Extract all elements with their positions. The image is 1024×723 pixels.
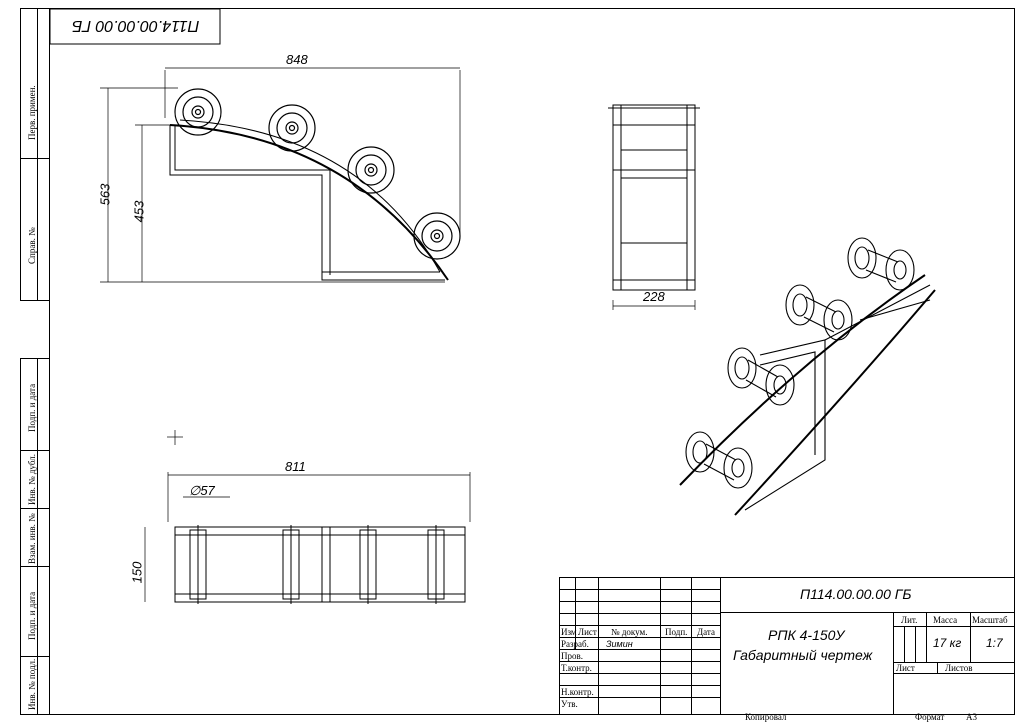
left-binding-strip	[20, 8, 49, 715]
code-stamp-text: П114.00.00.00 ГБ	[72, 17, 200, 34]
label-list: Лист	[896, 663, 915, 673]
front-view	[608, 104, 700, 310]
dim-side-width: 848	[286, 52, 308, 67]
sheet-frame	[49, 8, 1015, 715]
label-massa: Масса	[933, 615, 958, 625]
label-format: Формат	[915, 712, 945, 722]
label-masshtab: Масштаб	[972, 615, 1008, 625]
dim-side-height-total: 563	[97, 183, 113, 206]
format-value: А3	[966, 712, 977, 722]
dim-side-height-frame: 453	[131, 200, 147, 223]
label-perv-primen: Перв. примен.	[27, 85, 37, 140]
label-podp-data-top: Подп. и дата	[27, 383, 37, 432]
dim-top-length: 811	[285, 459, 306, 474]
label-inv-podl: Инв. № подл.	[27, 658, 37, 710]
dim-top-width: 150	[129, 561, 145, 584]
label-kopiroval: Копировал	[745, 712, 787, 722]
title-code: П114.00.00.00 ГБ	[800, 586, 912, 602]
isometric-view	[679, 237, 936, 516]
label-inv-dubl: Инв. № дубл.	[27, 454, 37, 505]
razrab-name: Зимин	[606, 639, 633, 649]
row-razrab: Разраб.	[561, 639, 589, 649]
col-doc: № докум.	[611, 627, 648, 637]
mass-value: 17 кг	[933, 636, 962, 650]
label-vzam-inv: Взам. инв. №	[27, 513, 37, 564]
row-tkontr: Т.контр.	[561, 663, 592, 673]
col-data: Дата	[697, 627, 715, 637]
label-listov: Листов	[945, 663, 973, 673]
row-prov: Пров.	[561, 651, 583, 661]
label-lit: Лит.	[901, 615, 918, 625]
scale-value: 1:7	[986, 636, 1003, 650]
label-sprav-no: Справ. №	[27, 227, 37, 264]
dim-roller-diameter: ∅57	[189, 483, 215, 498]
col-podp: Подп.	[665, 627, 688, 637]
row-nkontr: Н.контр.	[561, 687, 594, 697]
title-block-grid	[559, 577, 1015, 715]
col-list: Лист	[578, 627, 597, 637]
title-name-line1: РПК 4-150У	[768, 627, 845, 643]
row-utv: Утв.	[561, 699, 578, 709]
dim-front-width: 228	[643, 289, 665, 304]
title-name-line2: Габаритный чертеж	[733, 647, 873, 663]
label-podp-data-bottom: Подп. и дата	[27, 591, 37, 640]
code-stamp-box	[49, 8, 221, 45]
col-izm: Изм	[561, 627, 577, 637]
side-view	[100, 67, 461, 283]
top-view	[144, 472, 471, 604]
center-mark	[167, 430, 183, 445]
